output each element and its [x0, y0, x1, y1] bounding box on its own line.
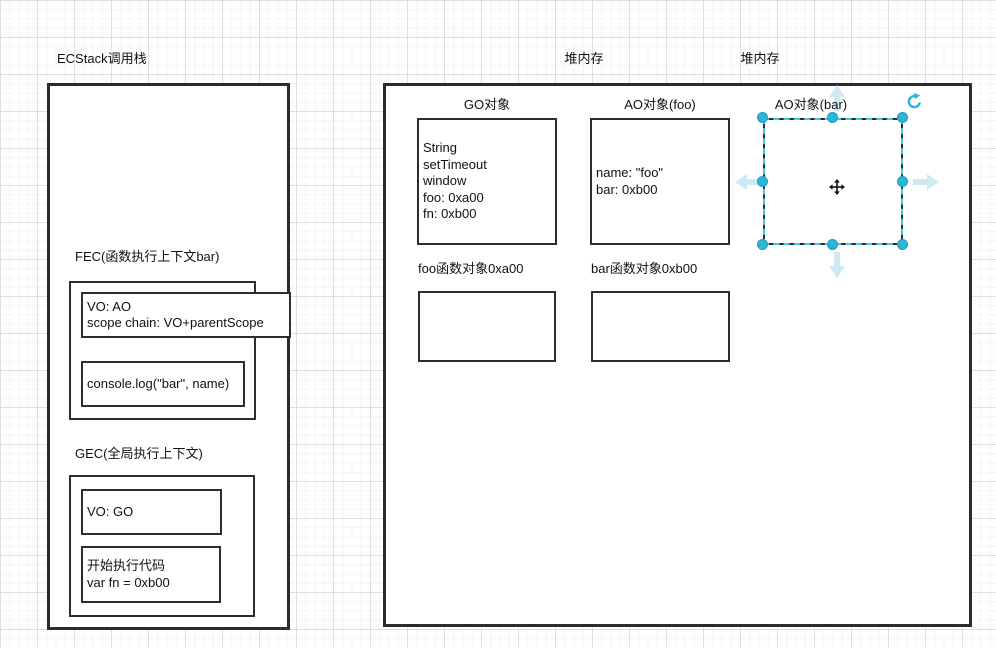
ao-bar-label: AO对象(bar) — [774, 97, 848, 112]
selection-handle-w[interactable] — [757, 176, 768, 187]
selection-handle-s[interactable] — [827, 239, 838, 250]
vo-ao-line1: VO: AO — [87, 298, 132, 314]
go-label: GO对象 — [463, 97, 511, 112]
selection-handle-nw[interactable] — [757, 112, 768, 123]
ao-foo-line2: bar: 0xb00 — [596, 181, 658, 197]
ao-foo-text: name: "foo" bar: 0xb00 — [592, 120, 728, 243]
vo-ao-text: VO: AO scope chain: VO+parentScope — [83, 294, 289, 336]
rotate-handle-icon[interactable] — [906, 93, 923, 110]
ecstack-title: ECStack调用栈 — [57, 51, 147, 66]
selection-handle-se[interactable] — [897, 239, 908, 250]
console-box[interactable]: console.log("bar", name) — [81, 361, 245, 407]
exec-text: 开始执行代码 var fn = 0xb00 — [83, 548, 219, 601]
exec-line1: 开始执行代码 — [87, 558, 166, 573]
bar-fn-label: bar函数对象0xb00 — [591, 261, 698, 276]
ao-foo-line1: name: "foo" — [596, 165, 664, 180]
go-line: window — [423, 173, 467, 189]
nav-arrow-down-icon[interactable] — [829, 252, 845, 278]
selection-handle-e[interactable] — [897, 176, 908, 187]
foo-fn-box[interactable] — [418, 291, 556, 362]
go-line: String — [423, 140, 457, 156]
exec-line2: var fn = 0xb00 — [87, 574, 170, 590]
ao-foo-box[interactable]: name: "foo" bar: 0xb00 — [590, 118, 730, 245]
nav-arrow-up-icon[interactable] — [829, 85, 845, 111]
exec-box[interactable]: 开始执行代码 var fn = 0xb00 — [81, 546, 221, 603]
nav-arrow-right-icon[interactable] — [913, 174, 939, 190]
nav-arrow-left-icon[interactable] — [735, 174, 761, 190]
go-text: String setTimeout window foo: 0xa00 fn: … — [419, 120, 555, 243]
go-line: foo: 0xa00 — [423, 189, 484, 205]
go-line: setTimeout — [423, 156, 487, 172]
go-box[interactable]: String setTimeout window foo: 0xa00 fn: … — [417, 118, 557, 245]
vo-ao-line2: scope chain: VO+parentScope — [87, 315, 264, 330]
vo-ao-box[interactable]: VO: AO scope chain: VO+parentScope — [81, 292, 291, 338]
selection-handle-n[interactable] — [827, 112, 838, 123]
foo-fn-label: foo函数对象0xa00 — [418, 261, 524, 276]
selection-handle-sw[interactable] — [757, 239, 768, 250]
heap-title-left: 堆内存 — [564, 51, 604, 66]
selection-handle-ne[interactable] — [897, 112, 908, 123]
heap-title-right: 堆内存 — [740, 51, 780, 66]
vo-go-text: VO: GO — [87, 503, 134, 519]
bar-fn-box[interactable] — [591, 291, 730, 362]
vo-go-box[interactable]: VO: GO — [81, 489, 222, 535]
fec-label: FEC(函数执行上下文bar) — [75, 249, 220, 264]
console-text: console.log("bar", name) — [87, 375, 230, 391]
gec-label: GEC(全局执行上下文) — [75, 446, 203, 461]
move-cursor-icon[interactable] — [829, 179, 845, 195]
go-line: fn: 0xb00 — [423, 206, 477, 222]
ao-foo-label: AO对象(foo) — [624, 97, 696, 112]
